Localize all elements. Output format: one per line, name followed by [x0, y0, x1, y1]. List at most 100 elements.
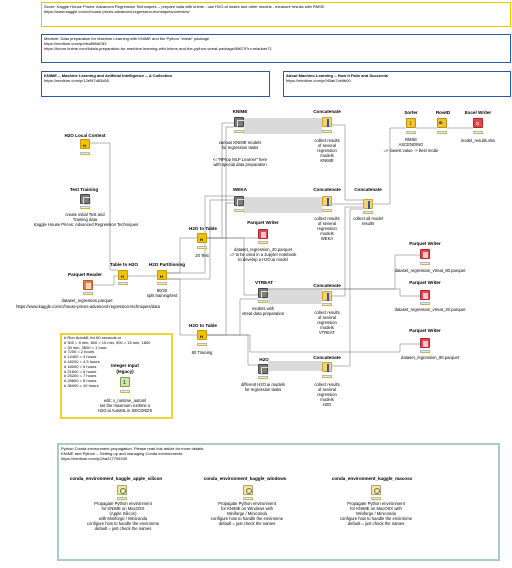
pw-vtreat-20-title: Parquet Writer [409, 280, 441, 285]
medium-annotation-line3: https://forum.knime.com/t/data-preparati… [44, 46, 272, 51]
about-annotation-line2: https://medium.com/p/9f3ab7cb9b00 [286, 78, 351, 83]
conda-apple-label: default = just check the names [94, 526, 152, 531]
h2o-partitioning-node[interactable]: H [157, 270, 167, 280]
h2o-to-table-1-title: H2O to Table [189, 226, 217, 231]
concat-h2o-node[interactable] [322, 362, 332, 372]
concat-weka-node[interactable] [322, 196, 332, 206]
pw-vtreat-80-label: dataset_regression_vtreat_80.parquet [394, 268, 466, 273]
concat-weka-title: Concatenate [313, 187, 341, 192]
node-status [120, 390, 130, 393]
weka-metanode[interactable] [234, 196, 245, 207]
concat-vtreat-node[interactable] [322, 291, 332, 301]
parquet-reader-node[interactable] [83, 280, 93, 290]
concat-weka-label: regression [317, 226, 337, 231]
parquet-writer-mid-node[interactable] [258, 229, 268, 239]
node-status [234, 130, 244, 133]
node-status [322, 209, 332, 212]
conda-annotation-line2: KNIME and Python -- Setting up and manag… [61, 451, 183, 456]
conda-windows-node[interactable] [243, 485, 253, 495]
h2o-to-table-1-node[interactable]: H [197, 233, 207, 243]
pw-80-node[interactable] [420, 338, 430, 348]
h2o-to-table-2-title: H2O to Table [189, 323, 217, 328]
h2o-logo-icon: H [200, 237, 203, 242]
conda-windows-label: Propagate Python environment [218, 501, 276, 506]
node-status [258, 376, 268, 379]
test-training-metanode[interactable] [80, 194, 91, 205]
pw-vtreat-20-node[interactable] [420, 290, 430, 300]
concat-h2o-label: regression [317, 392, 337, 397]
h2o-local-context-node[interactable]: H [80, 139, 90, 149]
node-status [80, 206, 90, 209]
h2o-to-table-2-node[interactable]: H [197, 330, 207, 340]
integer-input-label-3: H2O.ai AutoML in SECONDS [97, 408, 153, 413]
node-status [243, 497, 253, 500]
concat-weka-label: models [320, 231, 334, 236]
knime-label-3: <="RProp MLP Learner" here [212, 157, 268, 162]
score-annotation: Score: Kaggle House Prices: Advanced Reg… [41, 2, 511, 27]
concat-vtreat-label: models [320, 325, 334, 330]
integer-input-node[interactable]: 1 [120, 377, 130, 387]
conda-apple-node[interactable] [117, 485, 127, 495]
excel-writer-node[interactable]: X [473, 118, 483, 128]
test-training-label-1: create initial Test and [65, 212, 105, 217]
conda-macosx-title: conda_environment_kaggle_macosx [331, 476, 413, 481]
concat-knime-label: KNIME [320, 158, 334, 163]
h2o-local-context-title: H2O Local Context [64, 133, 106, 138]
automl-line: # 300 = 5 min, 600 = 10 min, 900 = 15 mi… [64, 340, 151, 345]
parquet-writer-mid-label-3: to develop a H2O.ai model [238, 257, 288, 262]
sorter-label-2: ASCENDING [398, 142, 424, 147]
metanode-icon [261, 291, 269, 299]
concat-knime-title: Concatenate [313, 109, 341, 114]
sorter-title: Sorter [404, 110, 418, 115]
connection-wire [207, 298, 258, 336]
vtreat-metanode[interactable] [258, 288, 269, 299]
pw-vtreat-80-node[interactable] [420, 249, 430, 259]
concat-knime-node[interactable] [322, 117, 332, 127]
automl-line: = 30 min, 3600 = 1 hour, [64, 345, 108, 350]
automl-line: # 28800 = 8 hours [64, 379, 97, 384]
node-status [258, 300, 268, 303]
sorter-label-1: RMSE [404, 137, 418, 142]
rowid-node[interactable]: ID [437, 118, 447, 128]
parquet-file-icon [423, 293, 428, 299]
concat-all-node[interactable] [363, 199, 373, 209]
concat-knime-label: models [320, 153, 334, 158]
vtreat-title: VTREAT [254, 280, 274, 285]
h2o-metanode[interactable] [258, 364, 269, 375]
pw-vtreat-80-title: Parquet Writer [409, 241, 441, 246]
collection-annotation-line1: KNIME -- Machine Learning and Artificial… [44, 73, 173, 78]
sorter-node[interactable]: ↕ [406, 118, 416, 128]
automl-line: # 14400 = 4 hours [64, 355, 97, 360]
pw-80-title: Parquet Writer [409, 328, 441, 333]
table-to-h2o-node[interactable]: H [118, 270, 128, 280]
conda-environment-icon [246, 488, 252, 494]
concatenate-icon [327, 119, 329, 127]
score-annotation-line1: Score: Kaggle House Prices: Advanced Reg… [44, 4, 325, 9]
conda-macosx-label: for KNIME on MacOSX with [350, 506, 402, 511]
parquet-writer-mid-label-2: => to be used in a Jupyter notebook [229, 252, 297, 257]
h2o-logo-icon: H [121, 274, 124, 279]
knime-metanode[interactable] [234, 117, 245, 128]
conda-macosx-label: default = just check the names [347, 521, 405, 526]
collection-annotation: KNIME -- Machine Learning and Artificial… [41, 71, 270, 97]
concat-h2o-label: collect results [314, 382, 340, 387]
integer-icon: 1 [123, 380, 126, 386]
knime-label-4: with special data preparation [213, 162, 267, 167]
conda-environment-icon [374, 488, 380, 494]
node-status [117, 497, 127, 500]
excel-writer-title: Excel Writer [464, 110, 492, 115]
metanode-icon [261, 367, 269, 375]
test-training-label-2: Training data [72, 217, 98, 222]
medium-annotation-line2: https://medium.com/p/efcaf58fa783 [44, 41, 107, 46]
node-status [157, 282, 167, 285]
connection-wire [207, 237, 258, 296]
conda-annotation-line3: https://medium.com/p/2ba217799339 [61, 456, 128, 461]
metanode-icon [237, 199, 245, 207]
h2o-label-2: for regression tasks [244, 387, 282, 392]
parquet-file-icon [423, 252, 428, 258]
conda-macosx-node[interactable] [371, 485, 381, 495]
excel-writer-label: model_results.xlsx [460, 138, 496, 143]
node-status [80, 152, 90, 155]
connection-wire [89, 142, 118, 271]
parquet-writer-mid-label-1: dataset_regression_20.parquet [234, 247, 292, 252]
